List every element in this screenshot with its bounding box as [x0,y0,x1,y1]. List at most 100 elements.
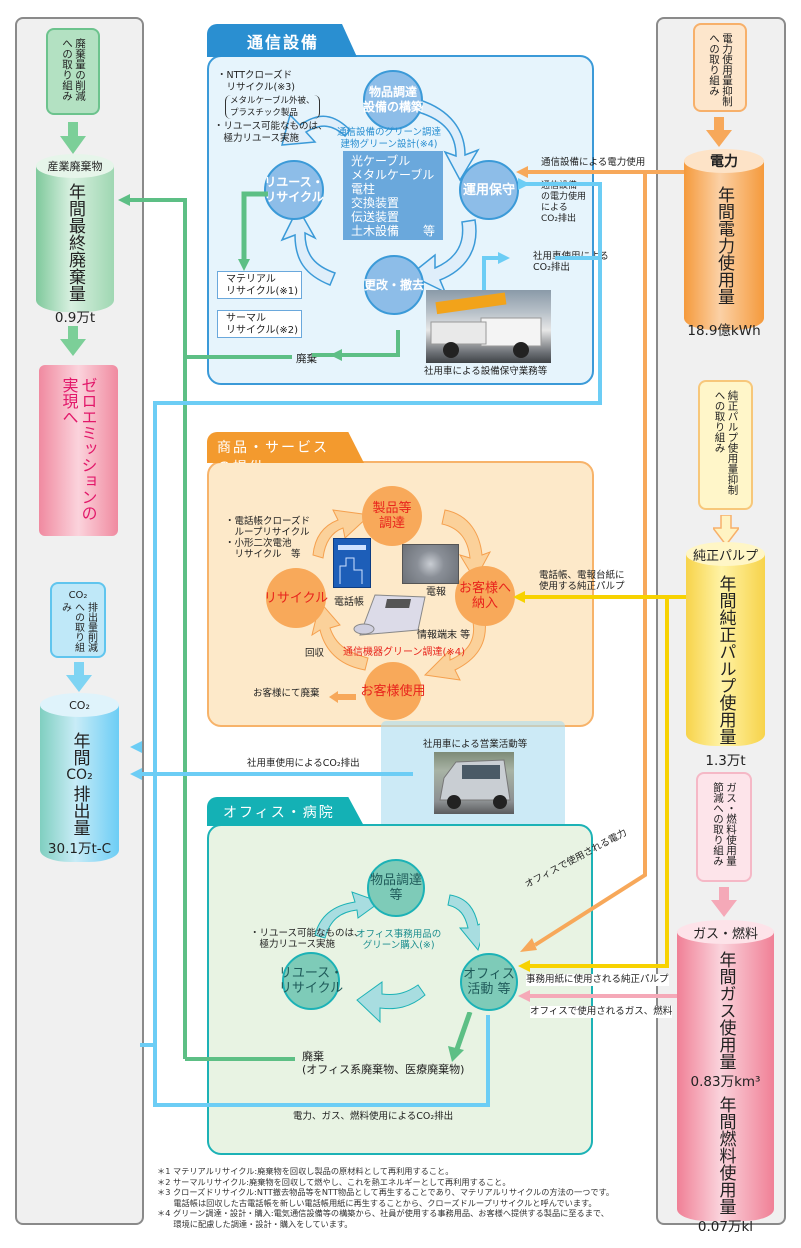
co2-initiative-box: CO₂ 排出量削減への取り組み [50,582,106,658]
products-recycle-notes: ・電話帳クローズド ループリサイクル ・小形二次電池 リサイクル 等 [225,516,311,560]
co2-cylinder: CO₂ 年間 CO₂ 排出量 30.1万t-C [40,693,119,862]
material-recycle-box: マテリアル リサイクル(※1) [217,271,302,299]
office-gas-label: オフィスで使用されるガス、燃料 [530,1006,673,1018]
zero-emission-label: ゼロエミッションの実現へ [59,377,98,521]
power-cylinder-value: 18.9億kWh [687,323,761,339]
telecom-cycle-remove: 更改・撤去 [364,255,424,315]
telecom-note-materials: メタルケーブル外被、 プラスチック製品 [225,95,320,119]
zero-emission-box: ゼロエミッションの実現へ [39,365,118,536]
co2-initiative-label: 排出量削減への取り組み [59,601,97,652]
waste-cylinder-cap: 産業廃棄物 [36,154,114,178]
telecom-cycle-reuse: リユース・ リサイクル [264,160,324,220]
co2-cylinder-value: 30.1万t-C [47,841,112,857]
cycle-arrow-icon [280,113,352,146]
footnote: ＊4 グリーン調達・設計・購入:電気通信設備等の構築から、社員が使用する事務用品… [157,1208,609,1219]
gas-cylinder: ガス・燃料 年間ガス使用量 0.83万km³ 年間燃料使用量 0.07万kl [677,920,774,1235]
terminal-label: 情報端末 等 [417,630,471,641]
cycle-arrow-icon [447,894,480,952]
arrow-down-icon [711,514,741,547]
products-cycle-procure: 製品等 調達 [362,486,422,546]
power-cylinder-cap: 電力 [684,149,764,173]
equipment-item: 伝送装置 [351,210,400,224]
gas-title: 年間ガス使用量 [715,951,736,1070]
co2-title-1: 年間 [69,732,90,766]
phonebook-image [333,538,371,588]
co2-title-3: 排出量 [69,785,90,836]
sales-car-photo [434,752,514,814]
maintenance-truck-caption: 社用車による設備保守業務等 [424,366,548,377]
telecom-cycle-procure: 物品調達 設備の構築 [363,70,423,130]
arrow-down-icon [60,122,86,154]
power-initiative-label: 電力使用量抑制への取り組み [708,33,733,107]
gas-value: 0.83万km³ [690,1074,761,1090]
office-green-label: オフィス事務用品の グリーン購入(※) [356,929,442,951]
equipment-item: 電柱 [351,182,376,196]
office-co2-label: 電力、ガス、燃料使用によるCO₂排出 [293,1111,454,1122]
telecom-power-use-label: 通信設備による電力使用 [541,157,646,168]
telecom-disposal-label: 廃棄 [296,353,317,365]
equipment-item: 土木設備 等 [351,224,436,238]
thermal-recycle-box: サーマル リサイクル(※2) [217,310,302,338]
equipment-item: 交換装置 [351,196,400,210]
footnote: ＊2 サーマルリサイクル:廃棄物を回収して燃やし、これを熱エネルギーとして再利用… [157,1176,511,1187]
vehicle-sales-caption: 社用車による営業活動等 [423,739,528,750]
fuel-value: 0.07万kl [697,1219,754,1235]
power-initiative-box: 電力使用量抑制への取り組み [693,23,747,112]
maintenance-truck-photo [426,290,551,363]
products-cycle-recycle: リサイクル [264,568,328,628]
fuel-title: 年間燃料使用量 [715,1096,736,1215]
footnote: ＊1 マテリアルリサイクル:廃棄物を回収し製品の原材料として再利用すること。 [157,1166,454,1176]
office-cycle-activity: オフィス 活動 等 [460,953,518,1011]
arrow-left-icon [329,688,356,703]
office-tab: オフィス・病院 [207,797,364,826]
office-disposal-label: 廃棄 (オフィス系廃棄物、医療廃棄物) [302,1050,465,1076]
equipment-list: 光ケーブル メタルケーブル 電柱 交換装置 伝送装置 土木設備 等 [343,151,443,240]
waste-cylinder-value: 0.9万t [54,310,96,326]
green-arrow-down [238,191,268,271]
products-customer-disposal: お客様にて廃棄 [253,688,320,699]
co2-cylinder-cap: CO₂ [40,693,119,717]
footnotes: ＊1 マテリアルリサイクル:廃棄物を回収し製品の原材料として再利用すること。 ＊… [157,1166,614,1230]
equipment-item: 光ケーブル [351,154,411,168]
gas-cylinder-cap: ガス・燃料 [677,920,774,944]
telecom-green-label: 通信設備のグリーン調達 建物グリーン設計(※4) [337,127,442,150]
arrow-down-icon [60,326,86,356]
waste-cylinder: 産業廃棄物 年間最終廃棄量 0.9万t [36,154,114,326]
products-collect-label: 回収 [305,648,325,659]
telecom-cycle-operate: 運用保守 [459,160,519,220]
co2-title-2: CO₂ [66,767,93,783]
power-cylinder: 電力 年間電力使用量 18.9億kWh [684,149,764,339]
telecom-note-closed-recycle: ・NTTクローズド リサイクル(※3) [217,70,295,93]
products-pulp-label: 電話帳、電報台紙に 使用する純正パルプ [539,570,625,592]
equipment-item: メタルケーブル [351,168,435,182]
waste-initiative-label: 廃棄量の削減への取り組み [61,38,86,101]
telegram-image [402,544,459,584]
footnote: ＊3 クローズドリサイクル:NTT撤去物品等をNTT物品として再生することであり… [157,1187,615,1198]
products-cycle-deliver: お客様へ 納入 [455,566,515,626]
pulp-cylinder-title: 年間純正パルプ使用量 [715,575,736,745]
telecom-note-reuse: ・リユース可能なものは、 極力リユース実施 [214,121,328,144]
office-cycle-procure: 物品調達 等 [367,859,425,917]
pulp-initiative-label: 純正パルプ使用量抑制への取り組み [713,390,739,495]
co2-initiative-top: CO₂ [68,589,88,601]
power-cylinder-title: 年間電力使用量 [714,186,734,305]
office-cycle-reuse: リユース・ リサイクル [279,952,343,1010]
waste-cylinder-title: 年間最終廃棄量 [65,183,85,302]
cycle-arrow-icon [356,981,426,1024]
gas-initiative-label: ガス・燃料使用量節減への取り組み [712,782,737,866]
pulp-cylinder-value: 1.3万t [705,753,746,769]
products-tab: 商品・サービスの提供 [207,432,364,463]
arrow-down-icon [706,117,732,147]
telecom-tab: 通信設備 [207,24,357,57]
pulp-initiative-box: 純正パルプ使用量抑制への取り組み [698,380,753,510]
office-pulp-label: 事務用紙に使用される純正パルプ [526,974,669,986]
arrow-down-icon [711,887,737,917]
footnote: 電話帳は回収した古電話帳を新しい電話帳用紙に再生することから、クローズドループリ… [157,1197,597,1208]
office-reuse-note: ・リユース可能なものは、 極力リユース実施 [250,928,364,950]
gas-initiative-box: ガス・燃料使用量節減への取り組み [696,772,752,882]
telecom-co2-vehicle-label: 社用車使用による CO₂排出 [533,251,609,273]
pulp-cylinder-cap: 純正パルプ [686,542,765,566]
footnote: 環境に配慮した調達・設計・購入をしています。 [157,1218,353,1229]
products-green-label: 通信機器グリーン調達(※4) [343,647,466,658]
products-cycle-use: お客様使用 [361,662,426,720]
